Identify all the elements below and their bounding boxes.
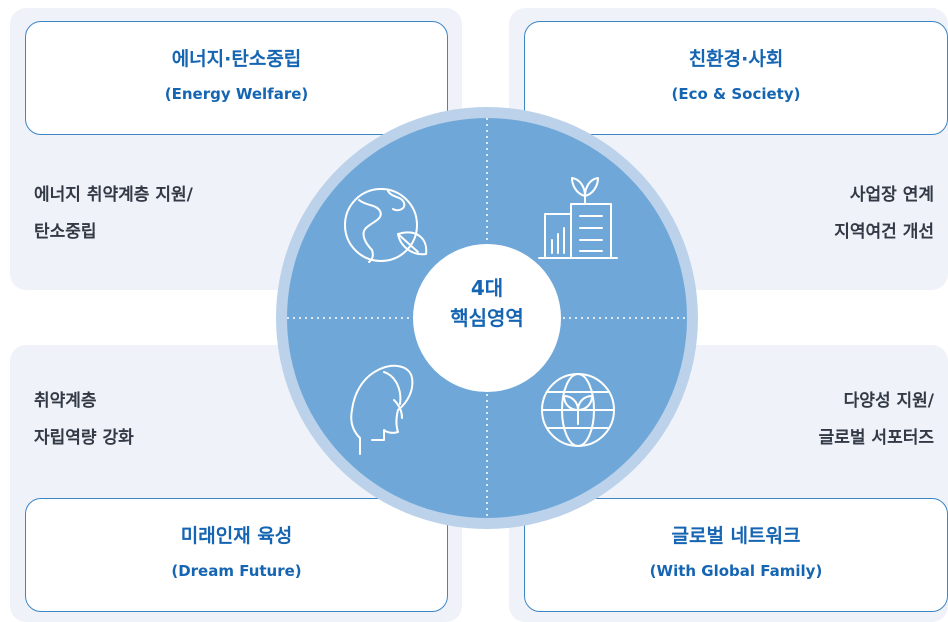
card-title: 글로벌 네트워크 (671, 525, 801, 547)
globe-sprout-icon (541, 373, 615, 447)
card-dream-future: 미래인재 육성 (Dream Future) (25, 498, 448, 612)
description-line: 에너지 취약계층 지원/ (34, 185, 193, 205)
card-eco-society: 친환경·사회 (Eco & Society) (524, 21, 948, 135)
center-label-line2: 핵심영역 (450, 306, 524, 330)
center-label-line1: 4대 (470, 276, 504, 300)
description-line: 탄소중립 (34, 222, 97, 242)
description-top-left: 에너지 취약계층 지원/ 탄소중립 (34, 177, 193, 251)
card-global-network: 글로벌 네트워크 (With Global Family) (524, 498, 948, 612)
description-line: 다양성 지원/ (843, 391, 934, 411)
description-bottom-left: 취약계층 자립역량 강화 (34, 383, 134, 457)
card-subtitle: (With Global Family) (649, 562, 823, 580)
description-line: 지역여건 개선 (834, 222, 934, 242)
card-subtitle: (Eco & Society) (671, 85, 801, 103)
description-line: 자립역량 강화 (34, 428, 134, 448)
eco-building-icon (538, 177, 618, 259)
center-circle (413, 244, 561, 392)
card-title: 친환경·사회 (688, 48, 784, 70)
card-title: 에너지·탄소중립 (171, 48, 302, 70)
human-head-icon (350, 364, 414, 455)
center-label: 4대 핵심영역 (414, 273, 560, 333)
card-energy-carbon: 에너지·탄소중립 (Energy Welfare) (25, 21, 448, 135)
card-title: 미래인재 육성 (180, 525, 293, 547)
globe-leaf-icon (344, 188, 428, 263)
description-line: 사업장 연계 (849, 185, 934, 205)
description-line: 글로벌 서포터즈 (818, 428, 934, 448)
description-bottom-right: 다양성 지원/ 글로벌 서포터즈 (819, 383, 934, 457)
description-line: 취약계층 (34, 391, 97, 411)
card-subtitle: (Dream Future) (171, 562, 302, 580)
card-subtitle: (Energy Welfare) (164, 85, 309, 103)
description-top-right: 사업장 연계 지역여건 개선 (834, 177, 934, 251)
